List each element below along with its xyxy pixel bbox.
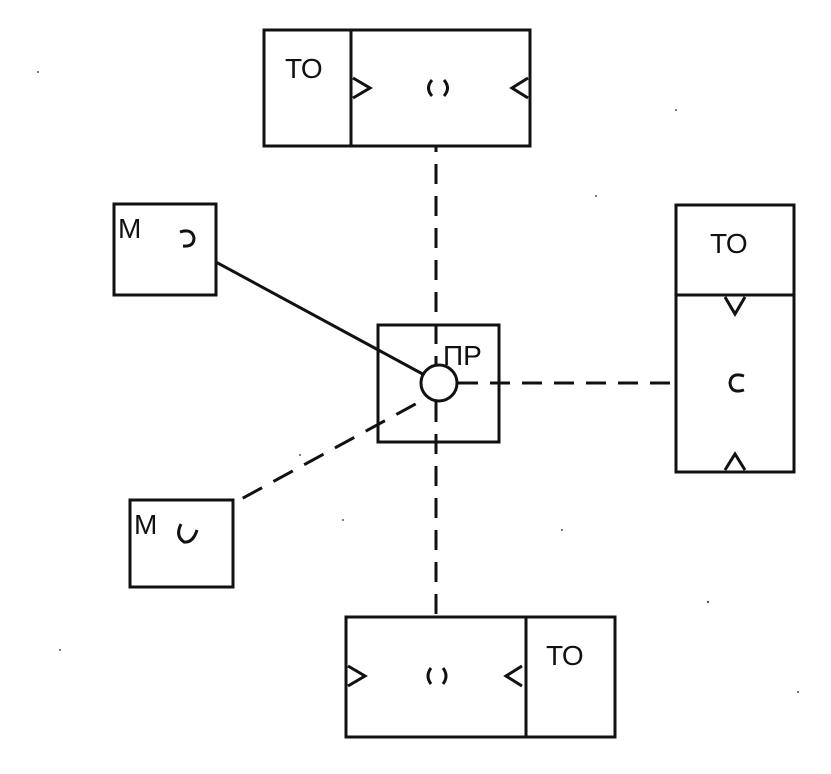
terminal-top-left-pointer-icon (509, 76, 529, 100)
terminal-bottom: ТО (344, 615, 617, 739)
module-lower-left-plug-icon (177, 523, 199, 544)
terminal-right-box (674, 203, 796, 474)
terminal-bottom-left-pointer-icon (503, 664, 523, 688)
module-lower-left: М (128, 498, 235, 589)
terminal-bottom-label: ТО (546, 640, 584, 671)
terminal-bottom-box (344, 615, 617, 739)
center-node: ПР (376, 323, 501, 444)
center-node-label: ПР (443, 340, 482, 371)
terminal-right-label: ТО (710, 228, 748, 259)
terminal-top: ТО (262, 28, 532, 148)
terminal-top-socket-icon (427, 79, 449, 97)
module-upper-left-label: М (118, 213, 141, 244)
dashed-link-lower-module (211, 393, 433, 517)
module-lower-left-label: М (134, 509, 157, 540)
terminal-top-right-pointer-icon (352, 76, 373, 100)
terminal-top-label: ТО (285, 53, 323, 84)
terminal-right: ТО (674, 203, 796, 474)
terminal-right-up-pointer-icon (723, 451, 747, 471)
terminal-bottom-right-pointer-icon (347, 664, 368, 688)
module-upper-left-plug-icon (179, 229, 196, 248)
module-lower-left-box (128, 498, 235, 589)
terminal-top-box (262, 28, 532, 148)
module-upper-left: М (112, 202, 218, 297)
terminal-right-socket-icon (728, 373, 745, 393)
center-node-hub (419, 363, 459, 403)
center-node-box (376, 323, 501, 444)
terminal-bottom-socket-icon (426, 667, 448, 685)
solid-link-upper-module (189, 246, 431, 380)
scan-noise (37, 71, 799, 693)
module-upper-left-box (112, 202, 218, 297)
terminal-right-down-pointer-icon (723, 296, 747, 317)
